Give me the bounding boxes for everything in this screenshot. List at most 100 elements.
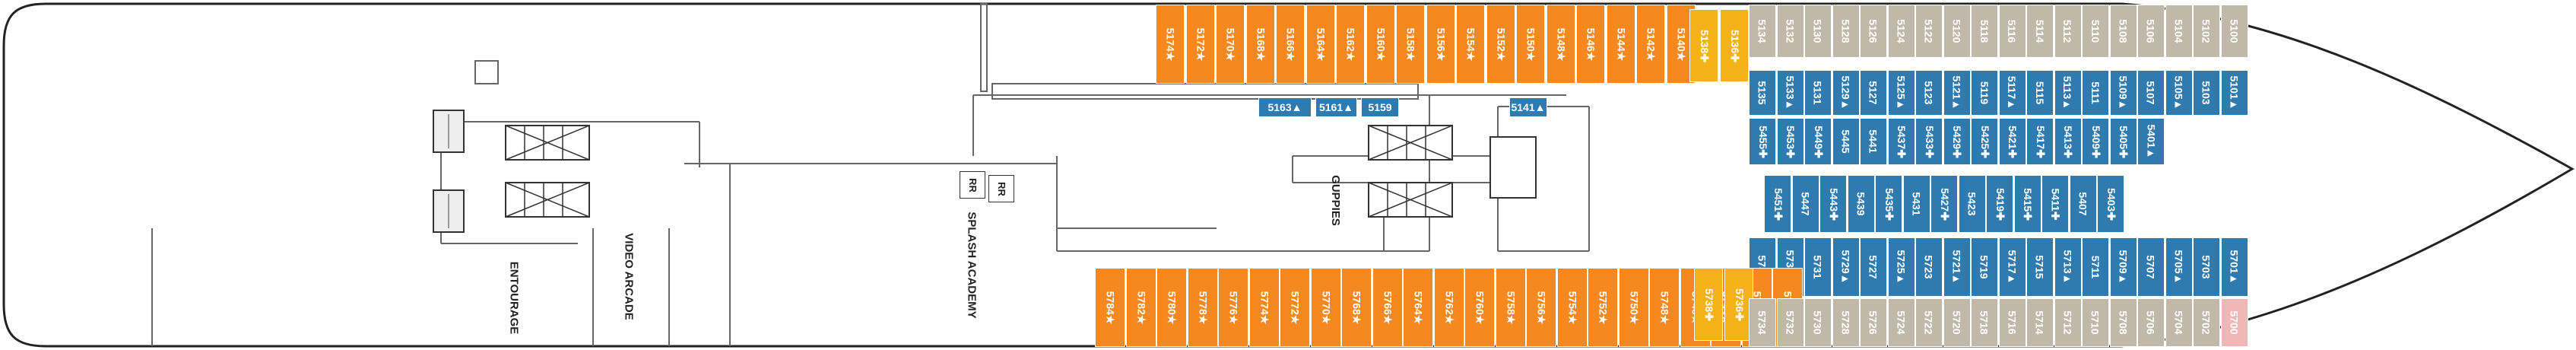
- cabin-bottom_inside_row-3[interactable]: 5778★: [1187, 268, 1218, 347]
- cabin-bottom_grey_row-3[interactable]: 5728: [1832, 298, 1860, 347]
- cabin-top_balcony_row-17[interactable]: 5101▲: [2220, 70, 2248, 116]
- cabin-top_grey_row-13[interactable]: 5108: [2109, 5, 2137, 58]
- cabin-bottom_inside_row-12[interactable]: 5760★: [1464, 268, 1495, 347]
- cabin-low_balcony_row-14[interactable]: 5707: [2137, 237, 2165, 297]
- cabin-bottom_inside_row-16[interactable]: 5752★: [1588, 268, 1618, 347]
- cabin-low_balcony_row-5[interactable]: 5725▲: [1887, 237, 1915, 297]
- cabin-bottom_grey_row-12[interactable]: 5710: [2082, 298, 2109, 347]
- cabin-mid_labels-3[interactable]: 5141▲: [1509, 97, 1547, 117]
- cabin-mid_balcony_row-12[interactable]: 5403✚: [2097, 175, 2124, 233]
- cabin-top_inside_row-5[interactable]: 5164★: [1305, 5, 1335, 84]
- cabin-mid_labels-2[interactable]: 5159: [1361, 97, 1399, 117]
- cabin-top_grey_row-4[interactable]: 5126: [1860, 5, 1887, 58]
- cabin-low_balcony_row-13[interactable]: 5709▲: [2109, 237, 2137, 297]
- cabin-top_balcony_row2-2[interactable]: 5449✚: [1804, 118, 1832, 165]
- cabin-mid_balcony_row-7[interactable]: 5423: [1958, 175, 1986, 233]
- cabin-top_balcony_row-3[interactable]: 5129▲: [1832, 70, 1860, 116]
- cabin-top_grey_row-10[interactable]: 5114: [2026, 5, 2054, 58]
- cabin-top_inside_row-0[interactable]: 5174★: [1156, 5, 1185, 84]
- cabin-top_grey_row-17[interactable]: 5100: [2220, 5, 2248, 58]
- cabin-bottom_inside_row-13[interactable]: 5758★: [1495, 268, 1526, 347]
- cabin-top_balcony_row2-3[interactable]: 5445: [1832, 118, 1860, 165]
- cabin-low_balcony_row-2[interactable]: 5731: [1804, 237, 1832, 297]
- cabin-top_balcony_row-6[interactable]: 5123: [1915, 70, 1943, 116]
- cabin-low_balcony_row-6[interactable]: 5723: [1915, 237, 1943, 297]
- cabin-mid_balcony_row-2[interactable]: 5443✚: [1819, 175, 1847, 233]
- cabin-bottom_grey_row-4[interactable]: 5726: [1860, 298, 1887, 347]
- cabin-top_balcony_row-7[interactable]: 5121▲: [1943, 70, 1971, 116]
- cabin-bottom_inside_row-0[interactable]: 5784★: [1095, 268, 1125, 347]
- cabin-top_grey_row-3[interactable]: 5128: [1832, 5, 1860, 58]
- cabin-top_inside_row-16[interactable]: 5142★: [1636, 5, 1665, 84]
- cabin-bottom_inside_row-10[interactable]: 5764★: [1403, 268, 1433, 347]
- cabin-bottom_inside_row-1[interactable]: 5782★: [1125, 268, 1156, 347]
- cabin-top_balcony_row-11[interactable]: 5113▲: [2054, 70, 2082, 116]
- cabin-top_grey_row-9[interactable]: 5116: [1998, 5, 2026, 58]
- cabin-low_balcony_row-10[interactable]: 5715: [2026, 237, 2054, 297]
- cabin-low_balcony_row-16[interactable]: 5703: [2193, 237, 2220, 297]
- cabin-bottom_inside_row-15[interactable]: 5754★: [1556, 268, 1588, 347]
- cabin-mid_labels-1[interactable]: 5161▲: [1315, 97, 1357, 117]
- cabin-bottom_grey_row-5[interactable]: 5724: [1887, 298, 1915, 347]
- cabin-mid_balcony_row-0[interactable]: 5451✚: [1764, 175, 1791, 233]
- cabin-bottom_grey_row-13[interactable]: 5708: [2109, 298, 2137, 347]
- cabin-top_grey_row-12[interactable]: 5110: [2082, 5, 2109, 58]
- cabin-top_balcony_row2-9[interactable]: 5421✚: [1998, 118, 2026, 165]
- cabin-top_balcony_row-16[interactable]: 5103: [2193, 70, 2220, 116]
- cabin-top_grey_row-1[interactable]: 5132: [1776, 5, 1804, 58]
- cabin-top_balcony_row2-11[interactable]: 5413✚: [2054, 118, 2082, 165]
- cabin-top_balcony_row2-5[interactable]: 5437✚: [1887, 118, 1915, 165]
- cabin-bottom_inside_row-8[interactable]: 5768★: [1341, 268, 1372, 347]
- cabin-mid_balcony_row-1[interactable]: 5447: [1791, 175, 1819, 233]
- cabin-mid_labels-0[interactable]: 5163▲: [1258, 97, 1312, 117]
- cabin-low_balcony_row-17[interactable]: 5701▲: [2220, 237, 2248, 297]
- cabin-bottom_inside_row-7[interactable]: 5770★: [1310, 268, 1341, 347]
- cabin-low_balcony_row-3[interactable]: 5729▲: [1832, 237, 1860, 297]
- cabin-bottom_grey_row-8[interactable]: 5718: [1971, 298, 1998, 347]
- cabin-top_balcony_row-12[interactable]: 5111: [2082, 70, 2109, 116]
- cabin-top_balcony_row-14[interactable]: 5107: [2137, 70, 2165, 116]
- cabin-mid_balcony_row-11[interactable]: 5407: [2069, 175, 2097, 233]
- cabin-bottom_inside_row-14[interactable]: 5756★: [1526, 268, 1556, 347]
- cabin-top_grey_row-7[interactable]: 5120: [1943, 5, 1971, 58]
- cabin-top_balcony_row2-12[interactable]: 5409✚: [2082, 118, 2109, 165]
- cabin-low_balcony_row-15[interactable]: 5705▲: [2165, 237, 2193, 297]
- cabin-top_balcony_row-0[interactable]: 5135: [1749, 70, 1776, 116]
- cabin-bottom_inside_row-9[interactable]: 5766★: [1372, 268, 1403, 347]
- cabin-top_inside_row-3[interactable]: 5168★: [1245, 5, 1275, 84]
- cabin-low_balcony_row-12[interactable]: 5711: [2082, 237, 2109, 297]
- cabin-mid_balcony_row-9[interactable]: 5415✚: [2013, 175, 2041, 233]
- cabin-bottom_inside_row-6[interactable]: 5772★: [1280, 268, 1310, 347]
- cabin-bottom_oceanview-0[interactable]: 5738✚: [1694, 268, 1723, 341]
- cabin-bottom_grey_row-7[interactable]: 5720: [1943, 298, 1971, 347]
- cabin-mid_balcony_row-5[interactable]: 5431: [1902, 175, 1930, 233]
- cabin-top_balcony_row-9[interactable]: 5117▲: [1998, 70, 2026, 116]
- cabin-top_balcony_row-4[interactable]: 5127: [1860, 70, 1887, 116]
- cabin-low_balcony_row-7[interactable]: 5721▲: [1943, 237, 1971, 297]
- cabin-mid_balcony_row-8[interactable]: 5419✚: [1986, 175, 2013, 233]
- cabin-bottom_inside_row-5[interactable]: 5774★: [1248, 268, 1280, 347]
- cabin-bottom_grey_row-10[interactable]: 5714: [2026, 298, 2054, 347]
- cabin-low_balcony_row-11[interactable]: 5713▲: [2054, 237, 2082, 297]
- cabin-top_balcony_row-10[interactable]: 5115: [2026, 70, 2054, 116]
- cabin-top_inside_row-14[interactable]: 5146★: [1576, 5, 1605, 84]
- cabin-mid_balcony_row-3[interactable]: 5439: [1847, 175, 1875, 233]
- cabin-top_inside_row-9[interactable]: 5156★: [1426, 5, 1455, 84]
- cabin-top_inside_row-6[interactable]: 5162★: [1336, 5, 1365, 84]
- cabin-bottom_grey_row-9[interactable]: 5716: [1998, 298, 2026, 347]
- cabin-bottom_grey_row-6[interactable]: 5722: [1915, 298, 1943, 347]
- cabin-top_balcony_row2-14[interactable]: 5401▲: [2137, 118, 2165, 165]
- cabin-top_inside_row-13[interactable]: 5148★: [1546, 5, 1575, 84]
- cabin-top_inside_row-1[interactable]: 5172★: [1185, 5, 1215, 84]
- cabin-bottom_grey_row-17[interactable]: 5700: [2220, 298, 2248, 347]
- cabin-bottom_grey_row-14[interactable]: 5706: [2137, 298, 2165, 347]
- cabin-top_balcony_row-1[interactable]: 5133▲: [1776, 70, 1804, 116]
- cabin-top_grey_row-15[interactable]: 5104: [2165, 5, 2193, 58]
- cabin-top_balcony_row2-1[interactable]: 5453✚: [1776, 118, 1804, 165]
- cabin-bottom_grey_row-15[interactable]: 5704: [2165, 298, 2193, 347]
- cabin-mid_balcony_row-6[interactable]: 5427✚: [1930, 175, 1958, 233]
- cabin-top_grey_row-8[interactable]: 5118: [1971, 5, 1998, 58]
- cabin-bottom_inside_row-17[interactable]: 5750★: [1618, 268, 1649, 347]
- cabin-top_grey_row-0[interactable]: 5134: [1749, 5, 1776, 58]
- cabin-top_oceanview-0[interactable]: 5138✚: [1689, 9, 1718, 82]
